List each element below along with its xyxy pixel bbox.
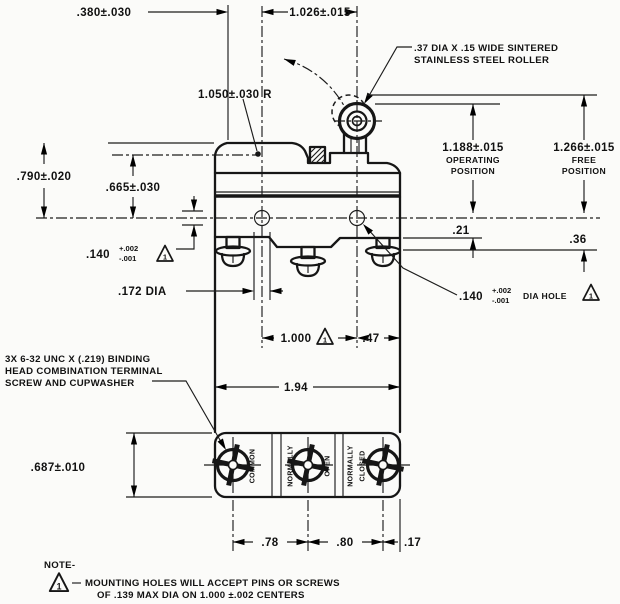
dim-36-label: .36 bbox=[569, 234, 586, 246]
terminal-dividers bbox=[271, 433, 344, 497]
dim-1188-label: 1.188±.015 bbox=[442, 142, 504, 154]
dim-194-label: 1.94 bbox=[284, 382, 308, 394]
dim-140-left-plus: +.002 bbox=[119, 244, 138, 253]
dim-140-right-base: .140 bbox=[459, 291, 483, 303]
svg-text:1: 1 bbox=[57, 581, 62, 591]
operating-position-label: POSITION bbox=[451, 166, 495, 176]
terminal-block: COMMON NORMALLY OPEN NORMALLY CLOSED bbox=[204, 431, 410, 499]
terminal-label-common: COMMON bbox=[250, 449, 257, 483]
dim-140-left-minus: -.001 bbox=[119, 254, 137, 263]
terminal-label-normally-2: NORMALLY bbox=[348, 445, 355, 486]
note-heading: NOTE- bbox=[44, 560, 75, 571]
dim-17-label: .17 bbox=[404, 537, 421, 549]
dim-1026-label: 1.026±.015 bbox=[289, 7, 351, 19]
dim-380-label: .380±.030 bbox=[77, 7, 132, 19]
dim-140-right-plus: +.002 bbox=[492, 286, 511, 295]
dim-1000-label: 1.000 bbox=[281, 333, 312, 345]
terminal-label-closed: CLOSED bbox=[360, 451, 367, 482]
roller-lever bbox=[331, 94, 382, 141]
dim-172-label: .172 DIA bbox=[118, 286, 167, 298]
dimensions bbox=[40, 5, 597, 584]
terminal-screw-side-2 bbox=[289, 245, 327, 278]
plunger bbox=[308, 145, 327, 165]
dimension-labels: .380±.030 1.026±.015 1.050±.030 R .37 DI… bbox=[5, 7, 615, 601]
note-line2: OF .139 MAX DIA ON 1.000 ±.002 CENTERS bbox=[97, 590, 305, 601]
dim-140-right-minus: -.001 bbox=[492, 296, 510, 305]
mounting-hole-right bbox=[348, 209, 366, 227]
datum-triangle-spacing: 1 bbox=[316, 327, 334, 345]
dim-687-label: .687±.010 bbox=[31, 462, 86, 474]
roller-note-line2: STAINLESS STEEL ROLLER bbox=[414, 55, 549, 66]
terminal-screw-bottom-3 bbox=[357, 437, 410, 493]
note-line1: MOUNTING HOLES WILL ACCEPT PINS OR SCREW… bbox=[85, 578, 340, 589]
free-label: FREE bbox=[572, 155, 597, 165]
terminal-screw-bottom-1 bbox=[204, 437, 261, 493]
dia-hole-label: DIA HOLE bbox=[523, 291, 567, 301]
switch-body bbox=[213, 125, 402, 434]
roller-note-line1: .37 DIA X .15 WIDE SINTERED bbox=[414, 43, 558, 54]
operating-label: OPERATING bbox=[446, 155, 500, 165]
dim-140-left-base: .140 bbox=[86, 249, 110, 261]
svg-text:1: 1 bbox=[323, 336, 328, 345]
terminal-label-open: OPEN bbox=[325, 455, 332, 476]
svg-text:1: 1 bbox=[589, 292, 594, 301]
pivot-point-dot bbox=[255, 151, 261, 157]
datum-triangle-right-hole: 1 bbox=[582, 283, 600, 301]
screw-note-line3: SCREW AND CUPWASHER bbox=[5, 378, 135, 389]
dim-80-label: .80 bbox=[336, 537, 353, 549]
terminal-label-normally: NORMALLY bbox=[288, 445, 295, 486]
datum-flags: 1 1 1 1 bbox=[48, 244, 600, 593]
dim-665-label: .665±.030 bbox=[106, 182, 161, 194]
datum-triangle-note: 1 bbox=[48, 572, 70, 593]
mounting-hole-left bbox=[253, 209, 271, 227]
dim-21-label: .21 bbox=[452, 225, 469, 237]
dim-78-label: .78 bbox=[261, 537, 278, 549]
free-position-label: POSITION bbox=[562, 166, 606, 176]
screw-note-line1: 3X 6-32 UNC X (.219) BINDING bbox=[5, 354, 150, 365]
screw-note-line2: HEAD COMBINATION TERMINAL bbox=[5, 366, 163, 377]
dim-1266-label: 1.266±.015 bbox=[553, 142, 615, 154]
terminal-screw-side-1 bbox=[214, 235, 252, 268]
dim-790-label: .790±.020 bbox=[17, 171, 72, 183]
dim-47-label: .47 bbox=[362, 333, 379, 345]
dim-1050r-label: 1.050±.030 R bbox=[198, 89, 272, 101]
terminal-screw-bottom-2 bbox=[285, 437, 333, 493]
svg-text:1: 1 bbox=[163, 253, 168, 262]
datum-triangle-left-hole: 1 bbox=[156, 244, 174, 262]
